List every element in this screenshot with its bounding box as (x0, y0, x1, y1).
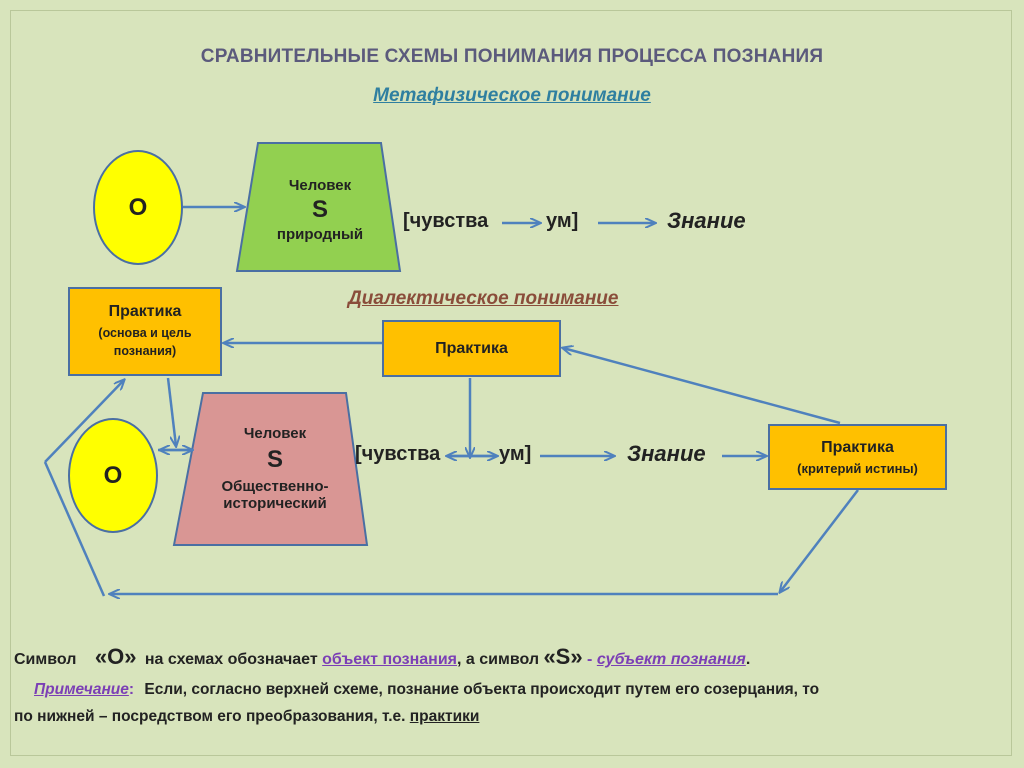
subject-natural-line3: природный (276, 226, 364, 243)
flow-senses-bottom: [чувства (355, 443, 441, 465)
slide-frame (10, 10, 1012, 756)
dialectical-heading: Диалектическое понимание (348, 288, 619, 309)
legend-dash: - (587, 651, 593, 668)
flow-knowledge-top: Знание (667, 208, 746, 233)
practice-right-box: Практика (критерий истины) (768, 424, 947, 490)
slide-title: СРАВНИТЕЛЬНЫЕ СХЕМЫ ПОНИМАНИЯ ПРОЦЕССА П… (200, 46, 824, 67)
practice-left-box: Практика (основа и цель познания) (68, 287, 222, 376)
legend-line: Символ «О» на схемах обозначает объект п… (14, 644, 1010, 670)
subject-social-line4: исторический (223, 494, 327, 512)
flow-knowledge-bottom: Знание (627, 441, 706, 466)
note-text-2: по нижней – посредством его преобразован… (14, 708, 406, 725)
arrow-bottom-to-left-rise (43, 461, 106, 597)
subject-natural-symbol: S (311, 196, 328, 223)
arrow-right-practice-to-center (563, 348, 841, 425)
note-line-2: по нижней – посредством его преобразован… (14, 708, 1010, 726)
subject-natural-trapezoid (235, 142, 402, 272)
arrow-right-practice-down (780, 489, 859, 592)
note-label: Примечание (34, 681, 129, 698)
practice-right-title: Практика (821, 438, 894, 456)
metaphysical-heading: Метафизическое понимание (373, 85, 651, 106)
legend-text-3: , а символ (457, 651, 539, 668)
subject-social-label: Человек S Общественно- исторический (190, 408, 360, 528)
legend-s-symbol: «S» (543, 644, 583, 669)
object-oval-bottom: О (68, 418, 158, 533)
note-colon: : (128, 681, 135, 698)
note-line-1: Примечание: Если, согласно верхней схеме… (14, 681, 1010, 699)
note-practice-word: практики (409, 708, 480, 725)
subject-social-trapezoid (172, 392, 369, 546)
legend-o-symbol: «О» (94, 644, 137, 669)
subject-natural-label: Человек S природный (250, 165, 390, 255)
legend-text-2: на схемах обозначает (144, 651, 318, 668)
legend-object-meaning: объект познания (322, 651, 458, 668)
flow-senses-top: [чувства (403, 210, 489, 232)
arrow-up-to-left-practice (44, 380, 124, 463)
flow-mind-bottom: ум] (499, 443, 532, 465)
practice-left-title: Практика (108, 303, 182, 320)
practice-left-note: (основа и цель познания) (98, 326, 192, 358)
practice-center-title: Практика (435, 339, 508, 357)
subject-social-symbol: S (266, 445, 283, 473)
legend-text-1: Символ (14, 651, 77, 668)
subject-social-line1: Человек (243, 424, 307, 442)
practice-right-note: (критерий истины) (797, 460, 918, 476)
flow-mind-top: ум] (546, 210, 579, 232)
arrow-left-practice-down (166, 377, 176, 446)
note-text-1: Если, согласно верхней схеме, познание о… (144, 681, 820, 698)
object-oval-top: О (93, 150, 183, 265)
legend-end: . (745, 651, 751, 668)
subject-natural-line1: Человек (288, 177, 352, 194)
legend-subject-meaning: субъект познания (596, 651, 746, 668)
practice-center-box: Практика (382, 320, 561, 377)
subject-social-line3: Общественно- (221, 477, 329, 495)
